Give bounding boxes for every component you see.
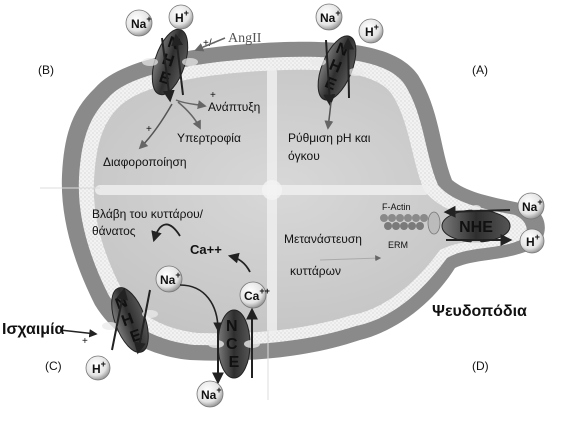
svg-text:+: +	[210, 90, 216, 101]
svg-text:Na+: Na+	[201, 385, 222, 402]
effect-injury-line2: θάνατος	[92, 224, 136, 238]
ion-na-a: Na+	[315, 3, 343, 31]
cell-body	[61, 41, 545, 361]
nhe-label-d: NHE	[459, 219, 493, 236]
effect-migration-line1: Μετανάστευση	[284, 232, 362, 246]
ion-h-a: H+	[358, 18, 384, 44]
quadrant-label-c: (C)	[45, 359, 62, 373]
quadrant-label-d: (D)	[472, 359, 489, 373]
svg-text:H+: H+	[92, 359, 106, 376]
erm-protein	[427, 211, 441, 235]
effect-injury-line1: Βλάβη του κυττάρου/	[92, 207, 204, 221]
svg-text:N C E: N C E	[226, 318, 242, 371]
f-actin-chain	[380, 214, 428, 230]
effect-ph-line1: Ρύθμιση pH και	[288, 131, 371, 145]
ischemia-label: Ισχαιμία	[2, 321, 65, 338]
nce-transporter: N C E	[208, 309, 260, 379]
quadrant-label-a: (A)	[472, 63, 488, 77]
quadrant-label-b: (B)	[38, 63, 54, 77]
effect-migration-line2: κυττάρων	[290, 264, 341, 278]
effect-hypertrophy: Υπερτροφία	[177, 131, 241, 145]
nce-label-1: N	[226, 318, 238, 335]
effect-ph-line2: όγκου	[288, 149, 320, 163]
svg-text:+: +	[146, 124, 152, 135]
svg-text:Na+: Na+	[522, 197, 543, 214]
svg-text:Na+: Na+	[160, 270, 181, 287]
svg-text:H+: H+	[365, 22, 379, 39]
ion-h-d: H+	[519, 228, 545, 254]
svg-text:Ca++: Ca++	[244, 286, 270, 303]
pseudopodia-label: Ψευδοπόδια	[432, 303, 527, 320]
ion-h-b: H+	[168, 4, 194, 30]
svg-text:Na+: Na+	[320, 8, 341, 25]
svg-text:Na+: Na+	[131, 14, 152, 31]
ion-ca-c: Ca++	[239, 281, 270, 309]
ion-na-c-top: Na+	[155, 265, 183, 293]
erm-label: ERM	[388, 240, 408, 250]
nhe-transporter-d: NHE	[441, 205, 511, 246]
ion-na-b: Na+	[125, 9, 153, 37]
ion-na-c-bottom: Na+	[196, 380, 224, 408]
angii-sign: +/-	[203, 38, 215, 49]
ion-na-d: Na+	[517, 192, 545, 220]
f-actin-label: F-Actin	[382, 202, 411, 212]
effect-differentiation: Διαφοροποίηση	[103, 155, 187, 169]
angii-label: AngII	[228, 31, 262, 46]
ion-h-c: H+	[85, 355, 111, 381]
svg-text:H+: H+	[526, 232, 540, 249]
svg-text:+: +	[82, 336, 88, 347]
svg-text:H+: H+	[175, 8, 189, 25]
effect-growth: Ανάπτυξη	[208, 100, 260, 114]
cell-cytoplasm	[93, 69, 510, 334]
calcium-label: Ca++	[190, 242, 222, 257]
